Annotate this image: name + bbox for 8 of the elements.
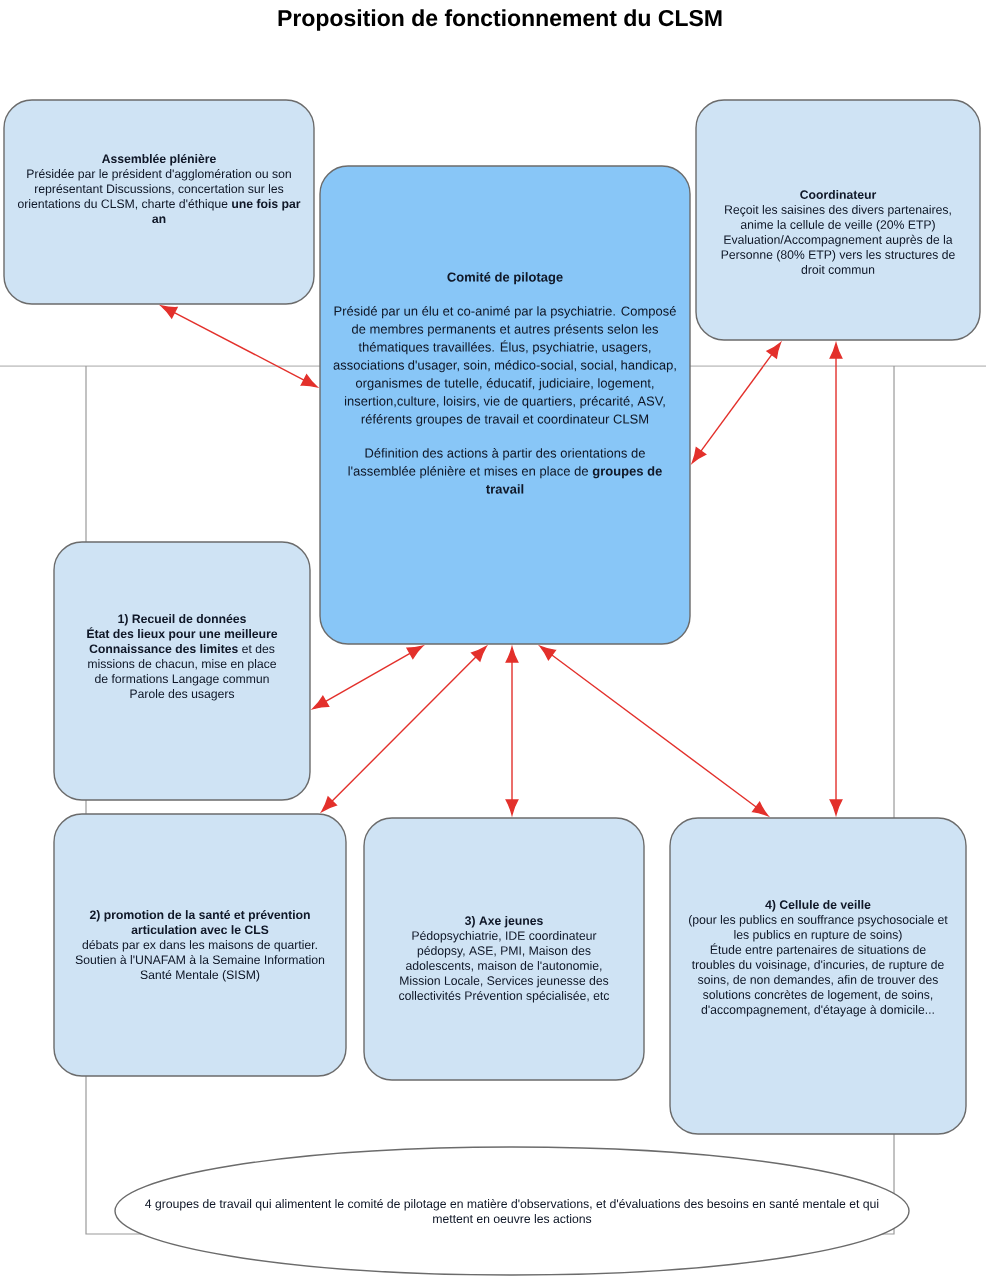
double-arrow [539,645,769,817]
double-arrow [505,646,519,816]
double-arrow [160,305,318,388]
title: Proposition de fonctionnement du CLSM [278,9,722,31]
double-arrow [691,342,782,464]
double-arrow [321,645,487,813]
double-arrow [829,342,843,816]
double-arrow [312,645,424,710]
